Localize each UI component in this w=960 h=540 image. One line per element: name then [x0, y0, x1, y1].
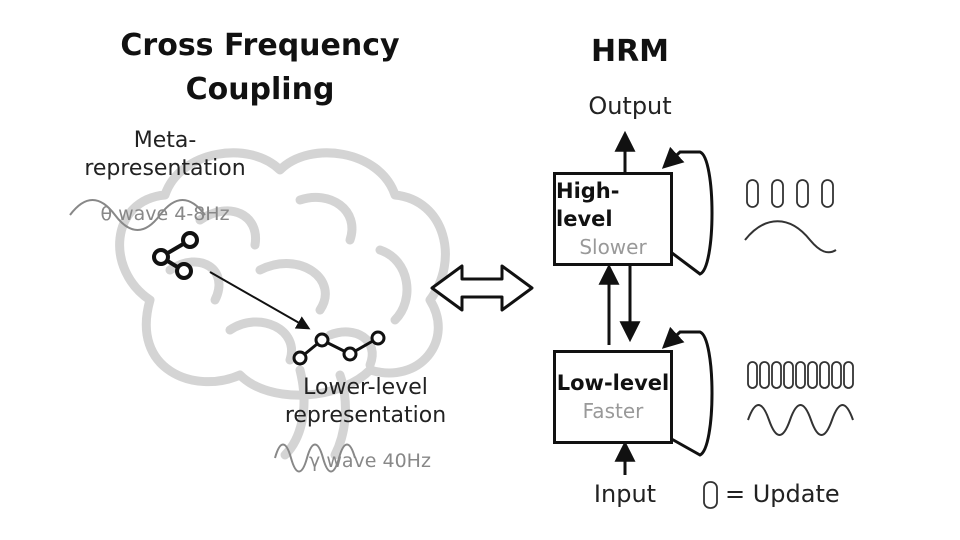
hrm-title: HRM	[590, 34, 670, 69]
legend-label: = Update	[725, 480, 840, 508]
lower-line1: Lower-level	[303, 375, 428, 400]
low-level-sub: Faster	[582, 399, 644, 423]
update-pill	[771, 179, 784, 208]
low-level-title: Low-level	[556, 371, 670, 395]
update-pill	[807, 361, 818, 389]
legend-update-icon	[703, 481, 718, 509]
meta-line2: representation	[84, 156, 246, 181]
low-loop-arrow	[661, 326, 714, 457]
update-pill	[783, 361, 794, 389]
high-update-pills	[746, 179, 834, 208]
high-loop-arrow	[661, 146, 714, 276]
meta-line1: Meta-	[133, 128, 197, 153]
update-pill	[759, 361, 770, 389]
input-label: Input	[593, 480, 657, 508]
theta-wave-label: θ wave 4-8Hz	[100, 203, 230, 225]
left-title: Cross Frequency Coupling	[110, 24, 410, 112]
left-title-line2: Coupling	[185, 72, 335, 107]
lower-graph-icon	[292, 330, 386, 366]
high-level-box: High-level Slower	[553, 172, 673, 266]
lower-representation-label: Lower-level representation	[258, 374, 473, 430]
gamma-wave-label: γ wave 40Hz	[309, 450, 431, 472]
meta-representation-label: Meta- representation	[60, 127, 270, 183]
lower-line2: representation	[284, 403, 447, 428]
low-update-pills	[747, 361, 854, 389]
update-pill	[843, 361, 854, 389]
fast-wave-icon	[747, 404, 854, 436]
high-level-sub: Slower	[579, 235, 647, 259]
meta-graph-icon	[152, 231, 199, 280]
update-pill	[746, 179, 759, 208]
update-pill	[821, 179, 834, 208]
brain-illustration	[115, 148, 450, 460]
slow-wave-icon	[744, 220, 837, 254]
gamma-wave-icon	[274, 443, 356, 473]
update-pill	[795, 361, 806, 389]
update-pill	[819, 361, 830, 389]
double-arrow-icon	[430, 264, 534, 312]
high-level-title: High-level	[556, 179, 620, 231]
coupling-arrow	[209, 271, 311, 330]
update-pill	[796, 179, 809, 208]
left-title-line1: Cross Frequency	[120, 28, 400, 63]
low-level-box: Low-level Faster	[553, 350, 673, 444]
update-pill	[771, 361, 782, 389]
update-pill	[747, 361, 758, 389]
output-label: Output	[588, 92, 672, 120]
update-pill	[831, 361, 842, 389]
theta-wave-icon	[69, 199, 206, 231]
